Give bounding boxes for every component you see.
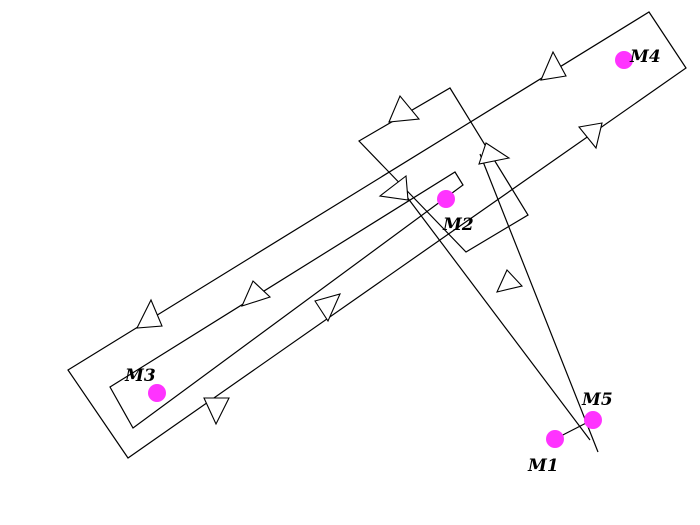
point-m4 <box>615 51 633 69</box>
arrow-square-right <box>478 142 511 165</box>
arrow-bottom <box>203 397 230 426</box>
arrow-upper-square <box>388 94 421 123</box>
arrow-inner-middle <box>314 293 341 323</box>
label-m1: M1 <box>527 456 559 476</box>
arrow-inner-top <box>378 174 409 201</box>
arrow-diagonal <box>496 269 524 293</box>
point-m5 <box>584 411 602 429</box>
arrow-right-rail <box>577 122 603 150</box>
point-m1 <box>546 430 564 448</box>
arrow-left-outer <box>136 298 163 329</box>
point-m2 <box>437 190 455 208</box>
point-m3 <box>148 384 166 402</box>
arrow-top-right <box>540 50 567 81</box>
arrow-center <box>241 280 272 307</box>
square-loop <box>358 87 529 253</box>
diagonal-wire-left <box>406 196 591 441</box>
label-m4: M4 <box>629 47 661 67</box>
label-m5: M5 <box>581 390 613 410</box>
outer-loop <box>67 11 687 459</box>
diagonal-wire-right <box>479 153 599 453</box>
label-m3: M3 <box>124 366 156 386</box>
label-m2: M2 <box>442 215 474 235</box>
inner-loop <box>109 171 464 429</box>
